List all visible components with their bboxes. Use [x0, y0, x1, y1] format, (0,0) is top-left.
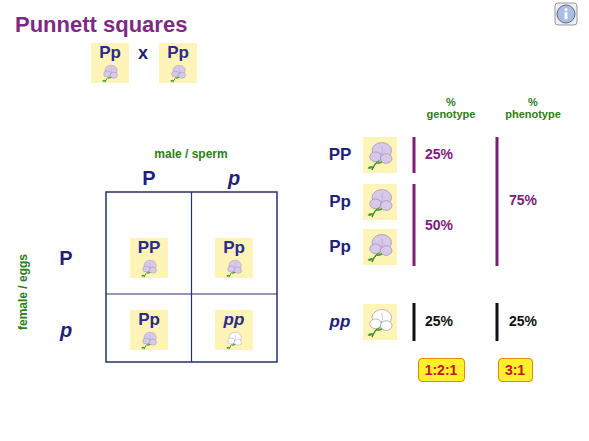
flower-icon: [98, 63, 122, 83]
offspring-flowers: [363, 137, 397, 340]
info-frame: [555, 3, 577, 25]
flower-icon: [222, 258, 246, 278]
white-flower: [368, 310, 392, 338]
purple-flower: [368, 190, 392, 218]
percent-value: 75%: [509, 193, 537, 208]
grid-divider: [191, 192, 192, 362]
percent-bars: [414, 137, 497, 341]
percent-value: 25%: [425, 314, 453, 329]
flower-shape: [141, 260, 156, 277]
flower-shape: [141, 332, 156, 349]
genotype-label: pp: [330, 313, 351, 332]
flower-tile: [363, 184, 397, 220]
flower-shape: [226, 332, 241, 349]
percent-value: 25%: [425, 147, 453, 162]
genotype-text: pp: [215, 310, 253, 330]
flower-tile: Pp: [91, 43, 129, 83]
info-circle: [557, 5, 575, 23]
flower-tile: Pp: [215, 238, 253, 278]
allele-label: P: [142, 167, 155, 189]
ratio-text: 1:2:1: [419, 361, 464, 379]
cross-symbol: x: [138, 44, 148, 64]
axis-label: female / eggs: [17, 254, 30, 330]
ratio-box: 3:1: [498, 358, 533, 382]
flower-shape: [102, 65, 117, 82]
flower-tile: Pp: [159, 43, 197, 83]
genotype-text: PP: [130, 238, 168, 258]
flower-tile: Pp: [130, 310, 168, 350]
genotype-label: Pp: [329, 193, 351, 212]
genotype-text: Pp: [130, 310, 168, 330]
info-dot: [564, 8, 567, 11]
flower-tile: [363, 304, 397, 340]
punnett-grid: [106, 192, 277, 362]
flower-tile: PP: [130, 238, 168, 278]
ratio-box: 1:2:1: [418, 358, 465, 382]
allele-label: P: [59, 247, 72, 269]
axis-label: male / sperm: [154, 148, 227, 161]
flower-tile: pp: [215, 310, 253, 350]
column-header: % phenotype: [505, 96, 561, 120]
flower-icon: [222, 330, 246, 350]
allele-label: p: [228, 167, 240, 189]
phenotype-bar: [496, 303, 499, 341]
grid-frame: [106, 192, 277, 362]
flower-shape: [226, 260, 241, 277]
flower-tile: [363, 229, 397, 265]
percent-value: 50%: [425, 218, 453, 233]
purple-flower: [368, 143, 392, 171]
percent-value: 25%: [509, 314, 537, 329]
genotype-label: PP: [329, 146, 352, 165]
flower-shape: [170, 65, 185, 82]
flower-icon: [137, 330, 161, 350]
genotype-bar: [413, 184, 416, 266]
purple-flower: [368, 235, 392, 263]
genotype-text: Pp: [159, 43, 197, 63]
flower-icon: [137, 258, 161, 278]
genotype-bar: [413, 303, 416, 341]
ratio-text: 3:1: [499, 361, 532, 379]
grid-divider: [106, 293, 277, 294]
flower-icon: [166, 63, 190, 83]
phenotype-bar: [496, 137, 499, 266]
slide-title: Punnett squares: [15, 13, 187, 37]
genotype-text: Pp: [215, 238, 253, 258]
flower-tile: [363, 137, 397, 173]
info-stem: [565, 12, 568, 19]
allele-label: p: [60, 319, 72, 341]
genotype-text: Pp: [91, 43, 129, 63]
genotype-label: Pp: [329, 238, 351, 257]
genotype-bar: [413, 137, 416, 173]
info-icon: [555, 3, 577, 25]
column-header: % genotype: [427, 96, 476, 120]
